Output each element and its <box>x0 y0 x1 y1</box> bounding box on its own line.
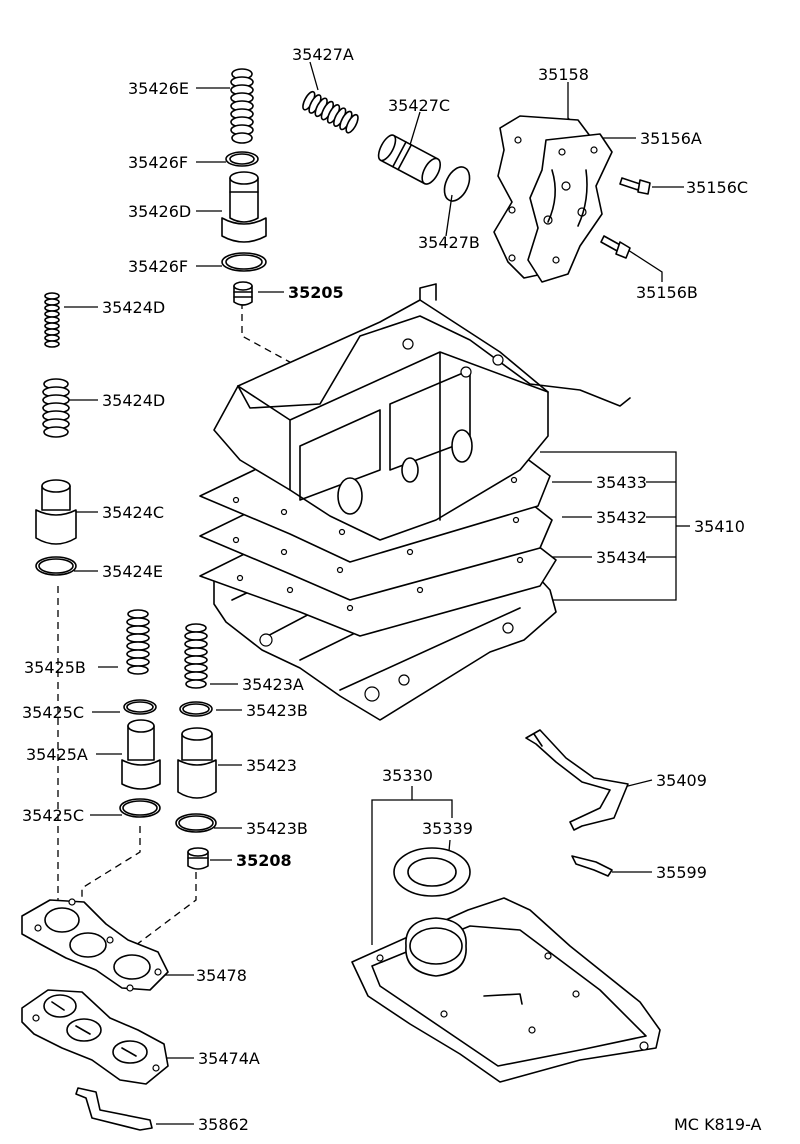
label-35426e: 35426E <box>128 79 189 98</box>
label-35208: 35208 <box>236 851 292 870</box>
label-35425b: 35425B <box>24 658 86 677</box>
label-35862: 35862 <box>198 1115 249 1134</box>
label-35434: 35434 <box>596 548 647 567</box>
part-35426d-piston <box>221 171 267 243</box>
part-35424c-piston <box>35 479 77 545</box>
label-35423b-bottom: 35423B <box>246 819 308 838</box>
label-35156b: 35156B <box>636 283 698 302</box>
label-35426f-bottom: 35426F <box>128 257 188 276</box>
part-35478-gasket <box>21 898 169 992</box>
label-35474a: 35474A <box>198 1049 260 1068</box>
label-35339: 35339 <box>422 819 473 838</box>
label-35156a: 35156A <box>640 129 702 148</box>
valve-body-assembly <box>199 283 631 721</box>
part-35424d-spring-bottom <box>42 378 70 438</box>
part-35424d-spring-top <box>44 292 60 348</box>
label-35425c-top: 35425C <box>22 703 84 722</box>
part-35424e-ring <box>35 556 77 576</box>
label-35599: 35599 <box>656 863 707 882</box>
label-35410: 35410 <box>694 517 745 536</box>
part-35862-bracket <box>75 1087 153 1131</box>
part-35156c-bolt <box>619 177 651 195</box>
label-35330: 35330 <box>382 766 433 785</box>
part-35156a-cover <box>527 133 613 283</box>
label-35423: 35423 <box>246 756 297 775</box>
part-35426f-ring-bottom <box>221 252 267 272</box>
part-35423-piston <box>177 727 217 799</box>
part-35208-plug <box>187 847 209 870</box>
part-35423b-ring-bottom <box>175 813 217 833</box>
leader-lines <box>64 61 690 1125</box>
part-35599-clip <box>571 855 613 877</box>
label-35426d: 35426D <box>128 202 191 221</box>
part-35205-plug <box>233 281 253 306</box>
label-35427a: 35427A <box>292 45 354 64</box>
label-35205: 35205 <box>288 283 344 302</box>
label-35423b-top: 35423B <box>246 701 308 720</box>
label-35433: 35433 <box>596 473 647 492</box>
part-35423a-spring <box>184 623 208 689</box>
part-35427c-piston <box>377 134 442 185</box>
label-35425c-bottom: 35425C <box>22 806 84 825</box>
part-35330-oil-pan <box>351 897 661 1083</box>
label-35424e: 35424E <box>102 562 163 581</box>
part-35427a-spring <box>302 90 359 134</box>
label-35409: 35409 <box>656 771 707 790</box>
part-35156b-bolt <box>600 235 631 259</box>
part-35427b-ring <box>443 166 471 202</box>
part-labels: 35427A 35426E 35427C 35158 35156A 35426F… <box>22 45 762 1134</box>
part-35425b-spring <box>126 609 150 675</box>
part-35425c-ring-top <box>123 699 157 715</box>
part-35425c-ring-bottom <box>119 798 161 818</box>
label-35478: 35478 <box>196 966 247 985</box>
part-35423b-ring-top <box>179 701 213 717</box>
label-35156c: 35156C <box>686 178 748 197</box>
part-35339-gasket <box>393 847 471 897</box>
part-35409-bracket <box>525 729 629 831</box>
part-35426e-spring <box>230 68 254 144</box>
label-35424c: 35424C <box>102 503 164 522</box>
label-35426f-top: 35426F <box>128 153 188 172</box>
label-35424d-top: 35424D <box>102 298 165 317</box>
part-35474a-plate <box>21 989 169 1085</box>
label-35427b: 35427B <box>418 233 480 252</box>
label-35424d-bottom: 35424D <box>102 391 165 410</box>
label-35158: 35158 <box>538 65 589 84</box>
diagram-code: MC K819-A <box>674 1115 762 1134</box>
label-35427c: 35427C <box>388 96 450 115</box>
label-35432: 35432 <box>596 508 647 527</box>
label-35423a: 35423A <box>242 675 304 694</box>
label-35425a: 35425A <box>26 745 88 764</box>
part-35425a-piston <box>121 719 161 790</box>
part-35426f-ring-top <box>225 151 259 167</box>
